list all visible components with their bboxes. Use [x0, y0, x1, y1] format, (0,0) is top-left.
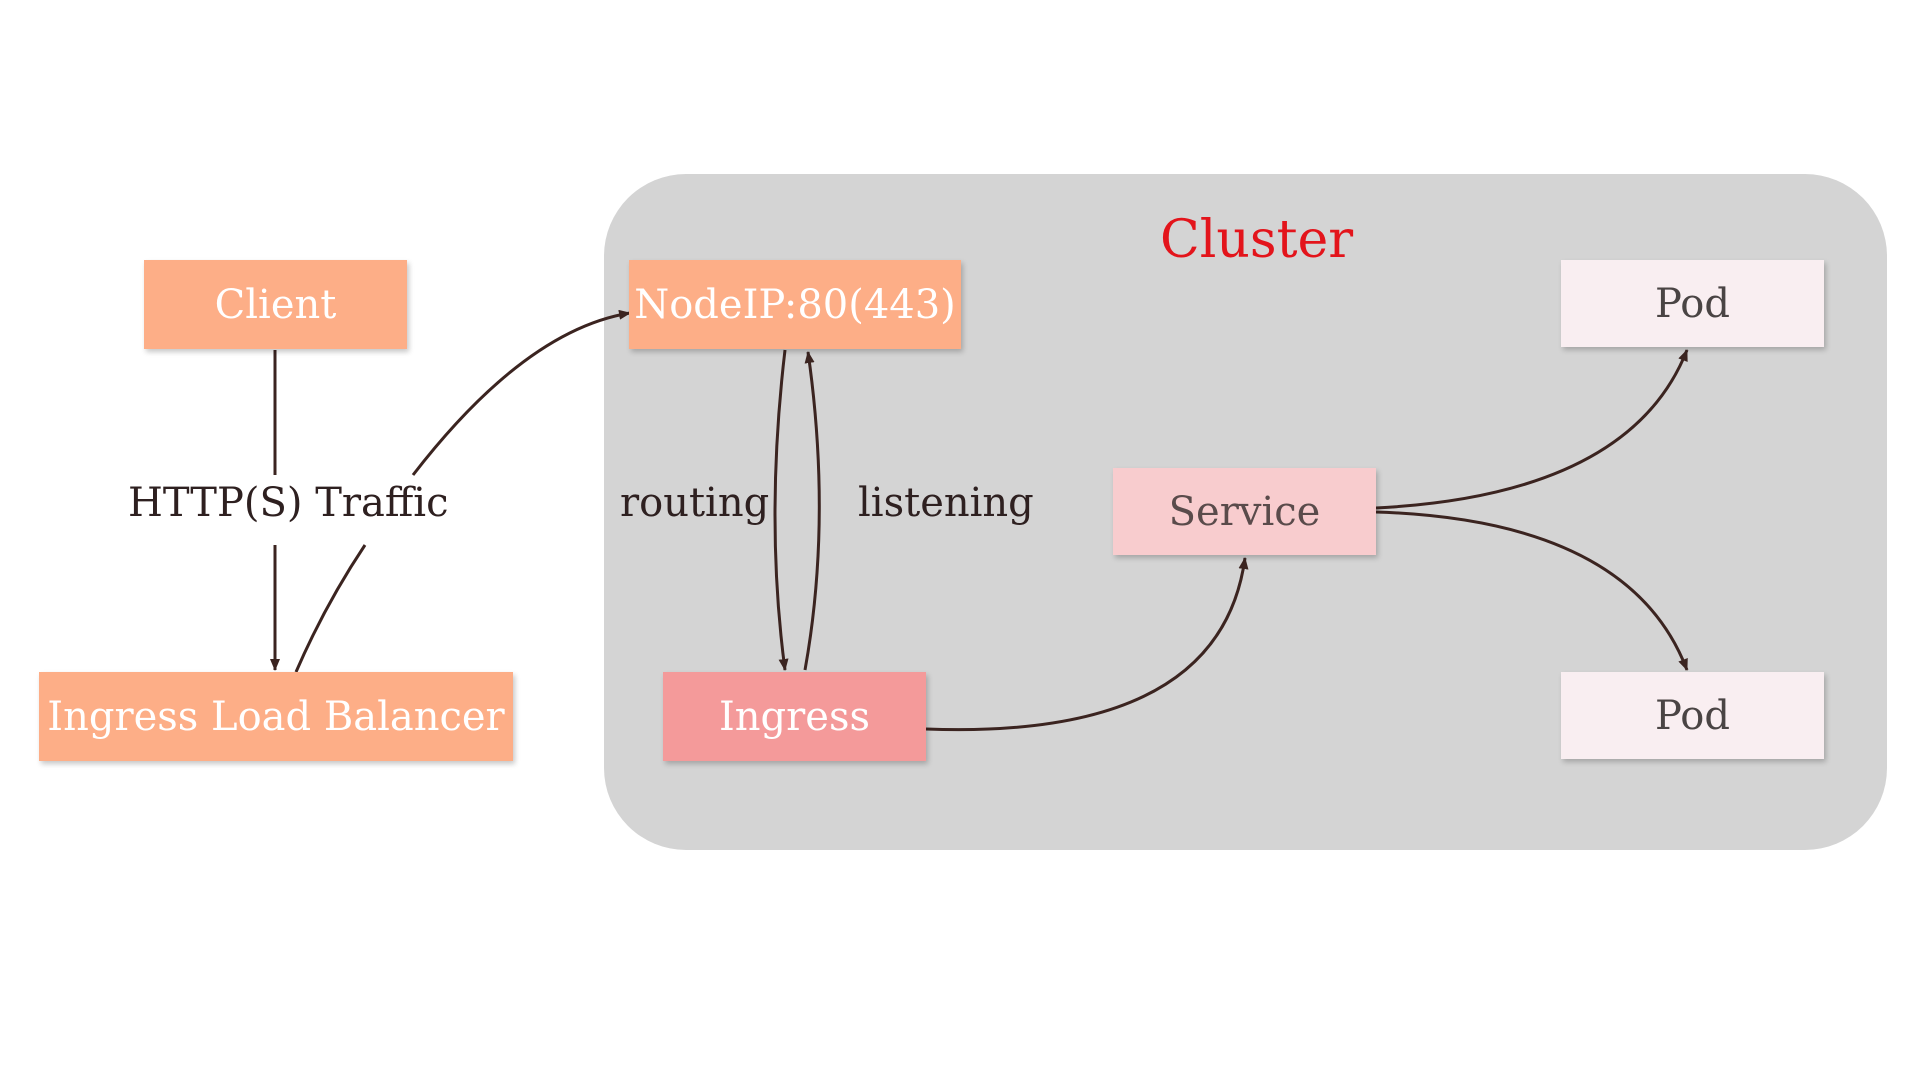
pod-top-node[interactable]: Pod — [1561, 260, 1824, 347]
load-balancer-label: Ingress Load Balancer — [47, 693, 505, 740]
load-balancer-node[interactable]: Ingress Load Balancer — [39, 672, 513, 761]
listening-label: listening — [858, 480, 1034, 526]
service-label: Service — [1168, 488, 1321, 535]
client-node[interactable]: Client — [144, 260, 407, 349]
traffic-label: HTTP(S) Traffic — [128, 480, 449, 526]
edge-routing — [773, 349, 789, 671]
nodeip-node[interactable]: NodeIP:80(443) — [629, 260, 961, 349]
edge-traffic-to-nodeip — [411, 309, 631, 476]
client-label: Client — [214, 281, 337, 328]
cluster-title: Cluster — [1160, 210, 1354, 270]
edge-service-to-pod-bottom — [1375, 510, 1689, 671]
routing-label: routing — [620, 480, 770, 526]
edge-load-balancer-to-traffic — [294, 544, 367, 673]
ingress-node[interactable]: Ingress — [663, 672, 926, 761]
service-node[interactable]: Service — [1113, 468, 1376, 555]
nodeip-label: NodeIP:80(443) — [634, 281, 956, 328]
edge-service-to-pod-top — [1375, 349, 1689, 510]
pod-bottom-label: Pod — [1655, 692, 1730, 739]
pod-top-label: Pod — [1655, 280, 1730, 327]
pod-bottom-node[interactable]: Pod — [1561, 672, 1824, 759]
edge-ingress-to-service — [925, 557, 1249, 732]
ingress-label: Ingress — [718, 693, 870, 740]
edge-listening — [803, 351, 821, 671]
